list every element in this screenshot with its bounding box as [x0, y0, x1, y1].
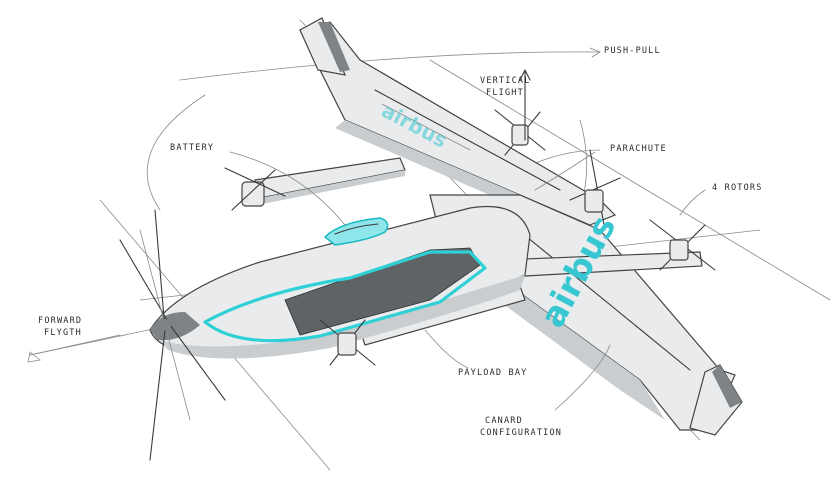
- label-vertical-flight-1: VERTICAL: [480, 76, 531, 86]
- rotor-wing-mid: [494, 109, 546, 156]
- label-push-pull: PUSH-PULL: [604, 46, 661, 56]
- fuselage: [149, 205, 531, 359]
- label-battery: BATTERY: [170, 143, 215, 153]
- rotor-canard-tip: [649, 219, 716, 271]
- label-canard-1: CANARD: [485, 416, 523, 426]
- label-forward-flight-2: FLYGTH: [44, 328, 82, 338]
- label-forward-flight-1: FORWARD: [38, 316, 83, 326]
- label-payload-bay: PAYLOAD BAY: [458, 368, 528, 378]
- rotor-push-pull: [569, 149, 621, 231]
- label-vertical-flight-2: FLIGHT: [486, 88, 524, 98]
- vertical-flight-arrow: [519, 69, 531, 141]
- rotor-battery-side: [224, 167, 286, 211]
- front-propeller: [119, 209, 226, 461]
- leader-lines: [27, 151, 706, 411]
- label-4-rotors: 4 ROTORS: [712, 183, 763, 193]
- label-canard-2: CONFIGURATION: [480, 428, 563, 438]
- label-parachute: PARACHUTE: [610, 144, 667, 154]
- rotor-bottom: [319, 319, 376, 366]
